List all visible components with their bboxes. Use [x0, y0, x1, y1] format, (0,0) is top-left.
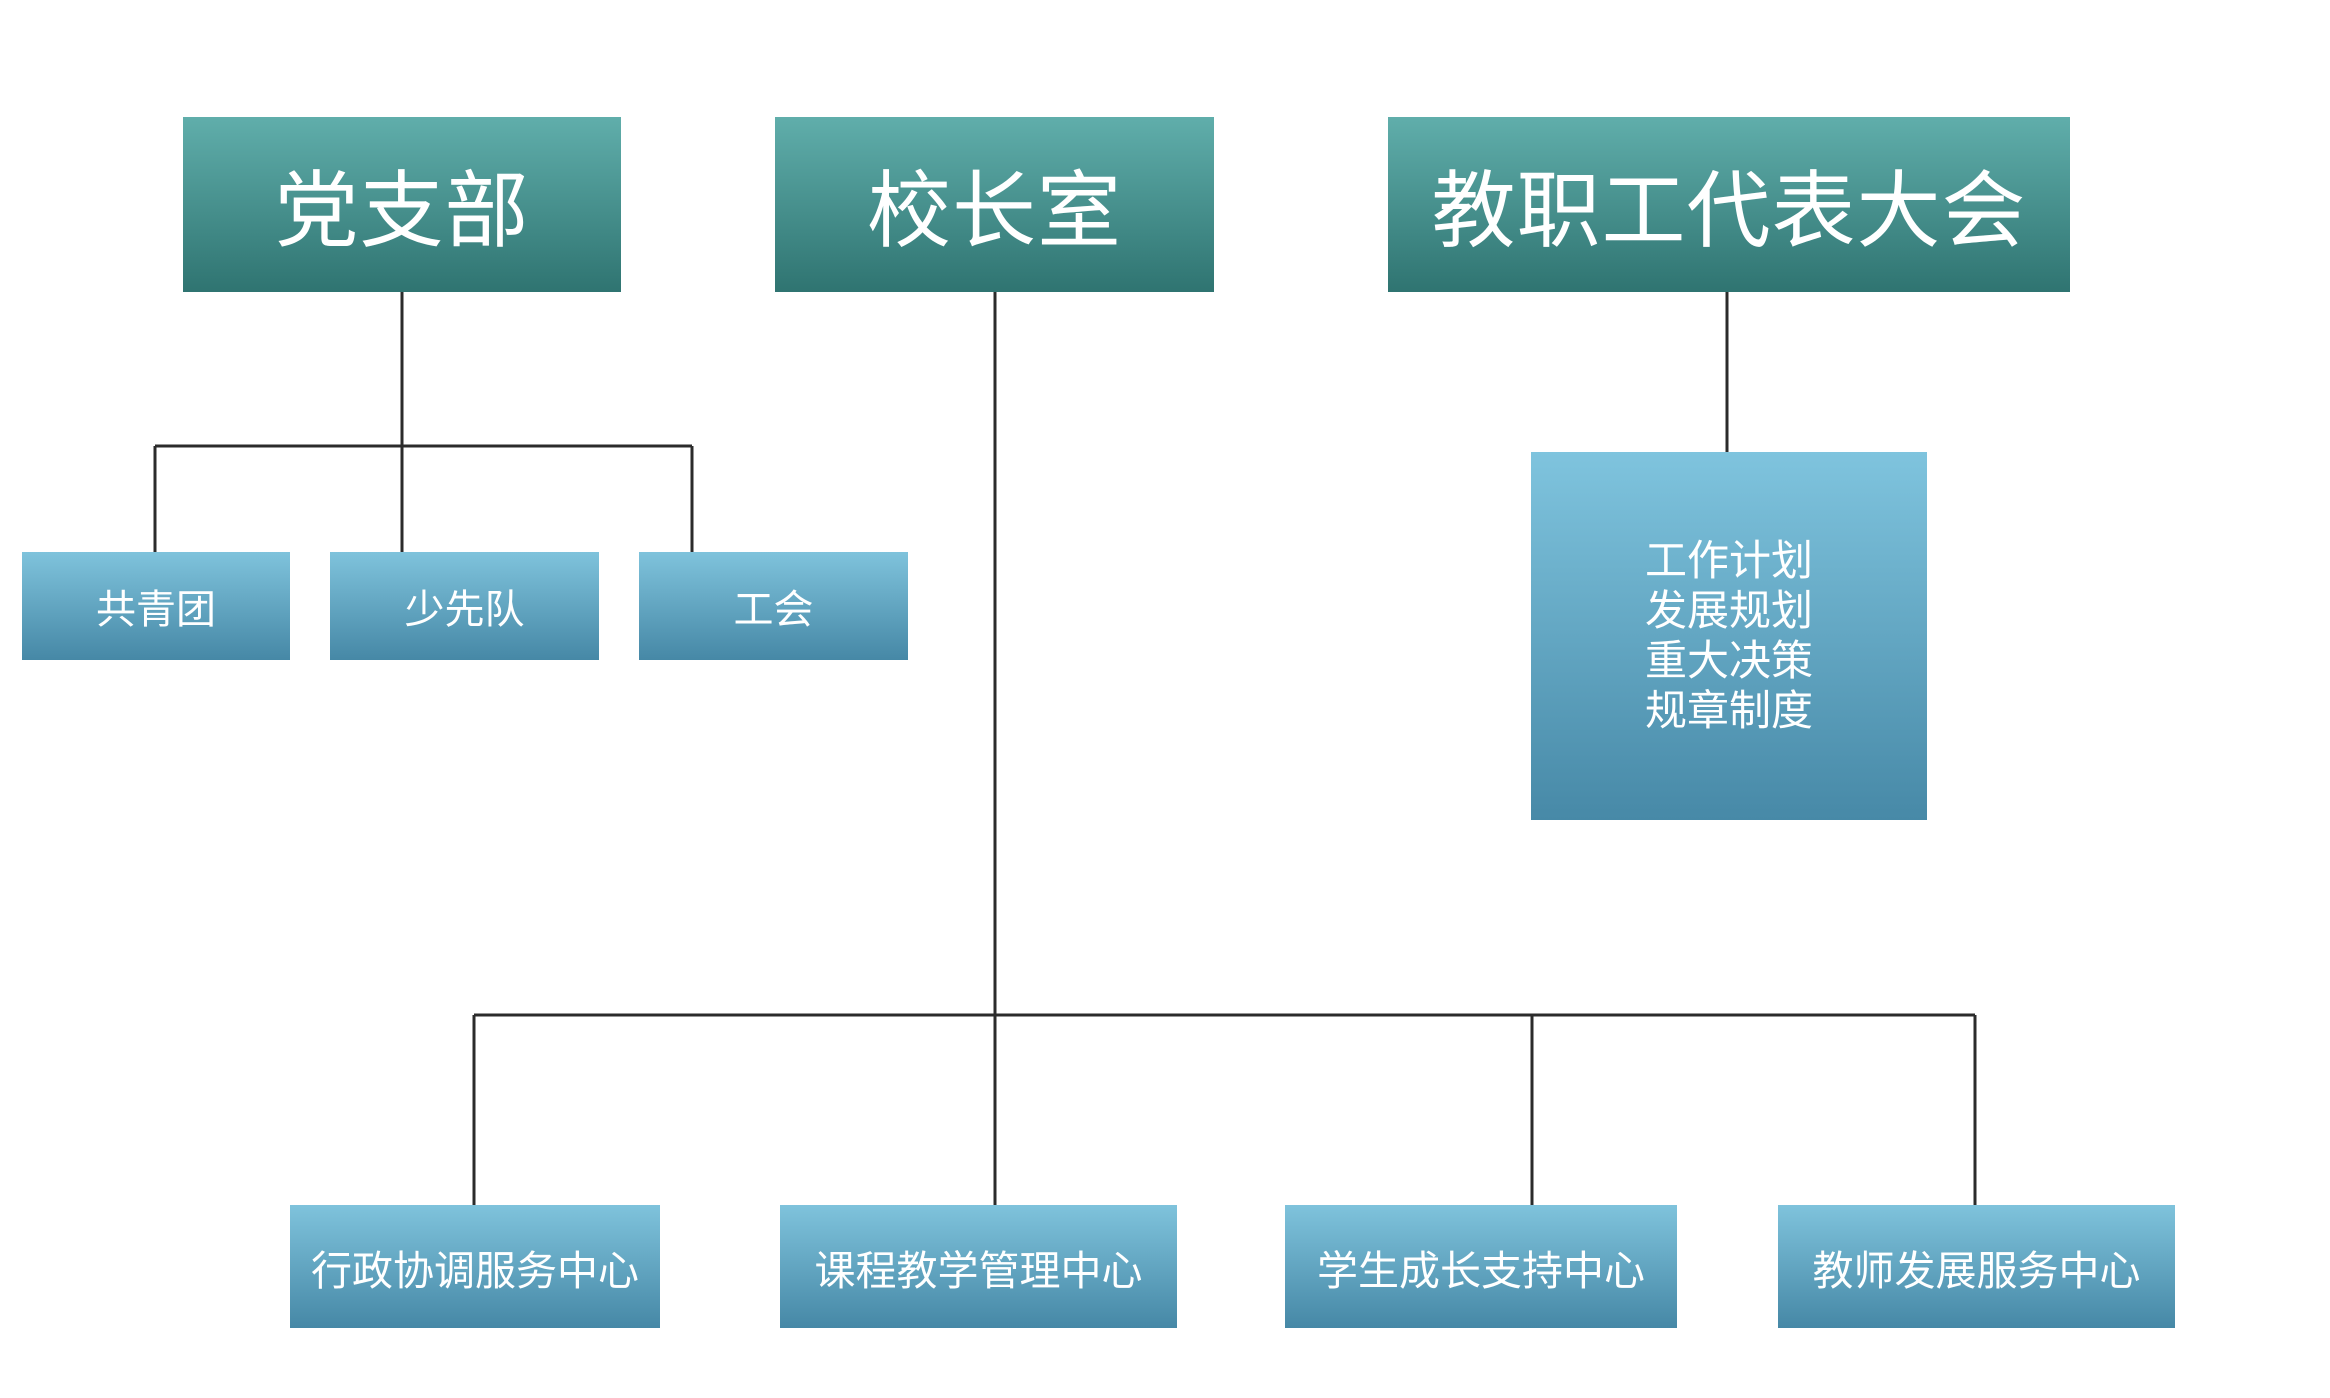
congress-duties-box: 工作计划 发展规划 重大决策 规章制度 [1531, 452, 1927, 820]
teacher-development-center-box: 教师发展服务中心 [1778, 1205, 2175, 1328]
student-growth-center-box: 学生成长支持中心 [1285, 1205, 1677, 1328]
young-pioneers-box: 少先队 [330, 552, 599, 660]
staff-congress-box: 教职工代表大会 [1388, 117, 2070, 292]
youth-league-box: 共青团 [22, 552, 290, 660]
admin-coordination-center-box: 行政协调服务中心 [290, 1205, 660, 1328]
duty-item: 发展规划 [1644, 586, 1813, 635]
labor-union-box: 工会 [639, 552, 908, 660]
principal-office-box: 校长室 [775, 117, 1214, 292]
duty-item: 规章制度 [1644, 686, 1813, 735]
duty-item: 工作计划 [1644, 536, 1813, 585]
duty-item: 重大决策 [1644, 636, 1813, 685]
party-branch-box: 党支部 [183, 117, 621, 292]
curriculum-teaching-center-box: 课程教学管理中心 [780, 1205, 1177, 1328]
